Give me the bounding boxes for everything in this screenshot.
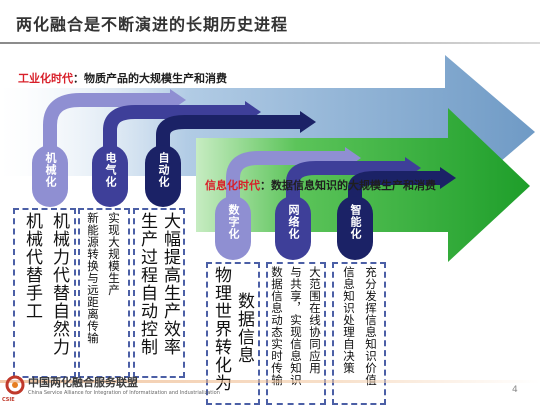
stage-capsule-networking [275, 196, 311, 260]
alliance-logo-text: CSIE [2, 397, 15, 403]
description-line: 与共享，实现信息知识 [289, 266, 303, 386]
stage-capsule-automation [145, 145, 181, 207]
page-number: 4 [512, 385, 518, 395]
stage-description-electrification: 实现大规模生产 新能源转换与远距离传输 [78, 208, 130, 378]
era-name: 工业化时代 [18, 72, 73, 85]
stage-capsule-intelligence [337, 196, 373, 260]
stage-arrow-intelligence [348, 167, 456, 200]
era-separator: ： [73, 72, 84, 85]
description-line: 大范围在线协同应用 [308, 266, 322, 374]
stage-label-digitization: 数字化 [227, 204, 240, 240]
stage-description-automation: 大幅提高生产效率 生产过程自动控制 [133, 208, 185, 378]
description-line: 新能源转换与远距离传输 [86, 212, 100, 344]
stage-label-intelligence: 智能化 [349, 204, 362, 240]
information-era-label: 信息化时代：数据信息知识的大规模生产和消费 [205, 177, 436, 193]
industrial-era-label: 工业化时代：物质产品的大规模生产和消费 [18, 70, 227, 86]
alliance-logo-icon [5, 375, 25, 395]
title-divider [0, 42, 540, 44]
footer-divider [0, 380, 540, 383]
era-separator: ： [260, 179, 271, 192]
description-line: 信息知识处理自决策 [342, 266, 356, 374]
stage-description-mechanization: 机械力代替自然力 机械代替手工 [13, 208, 76, 378]
stage-description-networking: 大范围在线协同应用 与共享，实现信息知识 数据信息动态实时传输 [266, 262, 326, 405]
stage-description-intelligence: 充分发挥信息知识价值 信息知识处理自决策 [332, 262, 386, 405]
stage-label-mechanization: 机械化 [44, 152, 57, 188]
stage-label-networking: 网络化 [287, 204, 300, 240]
era-name: 信息化时代 [205, 179, 260, 192]
stage-label-automation: 自动化 [157, 152, 170, 188]
organization-name-english: China Service Alliance for Integration o… [28, 390, 220, 396]
description-line: 机械代替手工 [22, 212, 42, 320]
stage-capsule-digitization [215, 196, 251, 260]
stage-label-electrification: 电气化 [104, 152, 117, 188]
description-line: 充分发挥信息知识价值 [364, 266, 378, 386]
description-line: 机械力代替自然力 [49, 212, 69, 356]
stage-description-digitization: 数据信息 物理世界转化为 [206, 262, 260, 405]
description-line: 数据信息 [234, 292, 254, 364]
description-line: 生产过程自动控制 [137, 212, 157, 356]
era-description: 物质产品的大规模生产和消费 [84, 72, 227, 85]
stage-arrow-automation [156, 111, 316, 150]
description-line: 实现大规模生产 [107, 212, 121, 296]
era-description: 数据信息知识的大规模生产和消费 [271, 179, 436, 192]
description-line: 数据信息动态实时传输 [270, 266, 284, 386]
stage-capsule-mechanization [32, 145, 68, 207]
organization-name: 中国两化融合服务联盟 [28, 376, 138, 389]
stage-capsule-electrification [92, 145, 128, 207]
description-line: 大幅提高生产效率 [160, 212, 180, 356]
description-line: 物理世界转化为 [211, 266, 231, 392]
page-title: 两化融合是不断演进的长期历史进程 [16, 15, 289, 34]
